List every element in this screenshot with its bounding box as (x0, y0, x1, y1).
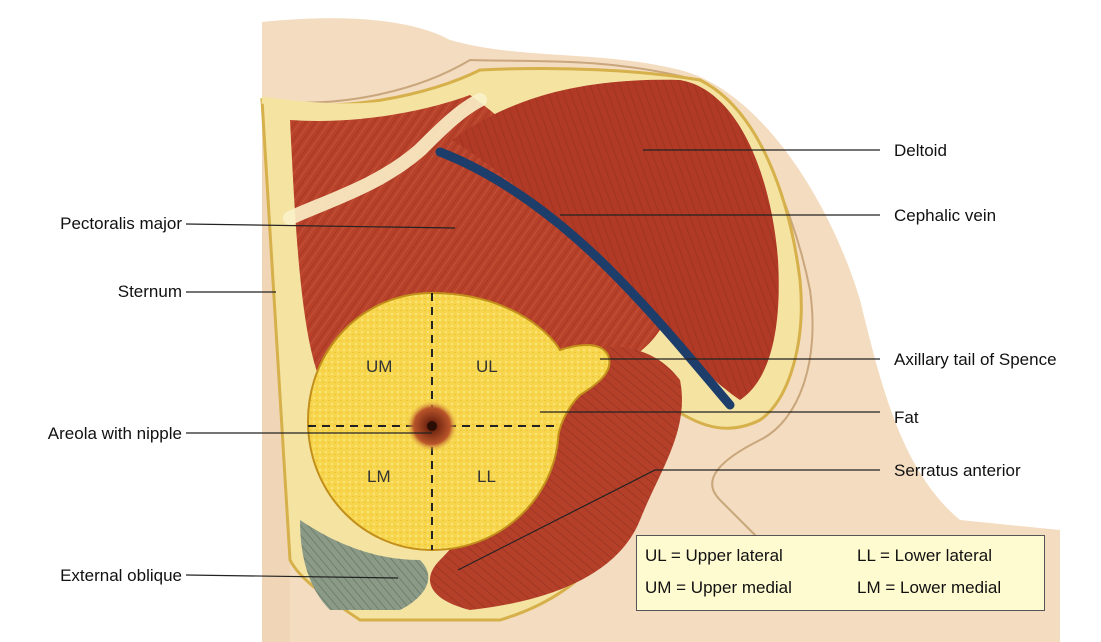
quadrant-legend: UL = Upper lateral LL = Lower lateral UM… (636, 535, 1045, 611)
legend-ll: LL = Lower lateral (857, 546, 992, 566)
quadrant-ll: LL (477, 467, 496, 487)
legend-um: UM = Upper medial (645, 578, 792, 598)
label-sternum: Sternum (118, 282, 182, 302)
legend-lm: LM = Lower medial (857, 578, 1001, 598)
label-serratus-anterior: Serratus anterior (894, 461, 1021, 481)
quadrant-um: UM (366, 357, 392, 377)
label-fat: Fat (894, 408, 919, 428)
label-pectoralis-major: Pectoralis major (60, 214, 182, 234)
label-axillary-tail: Axillary tail of Spence (894, 350, 1057, 370)
label-cephalic-vein: Cephalic vein (894, 206, 996, 226)
nipple (427, 421, 437, 431)
label-deltoid: Deltoid (894, 141, 947, 161)
label-external-oblique: External oblique (60, 566, 182, 586)
label-areola: Areola with nipple (48, 424, 182, 444)
quadrant-lm: LM (367, 467, 391, 487)
legend-ul: UL = Upper lateral (645, 546, 783, 566)
quadrant-ul: UL (476, 357, 498, 377)
